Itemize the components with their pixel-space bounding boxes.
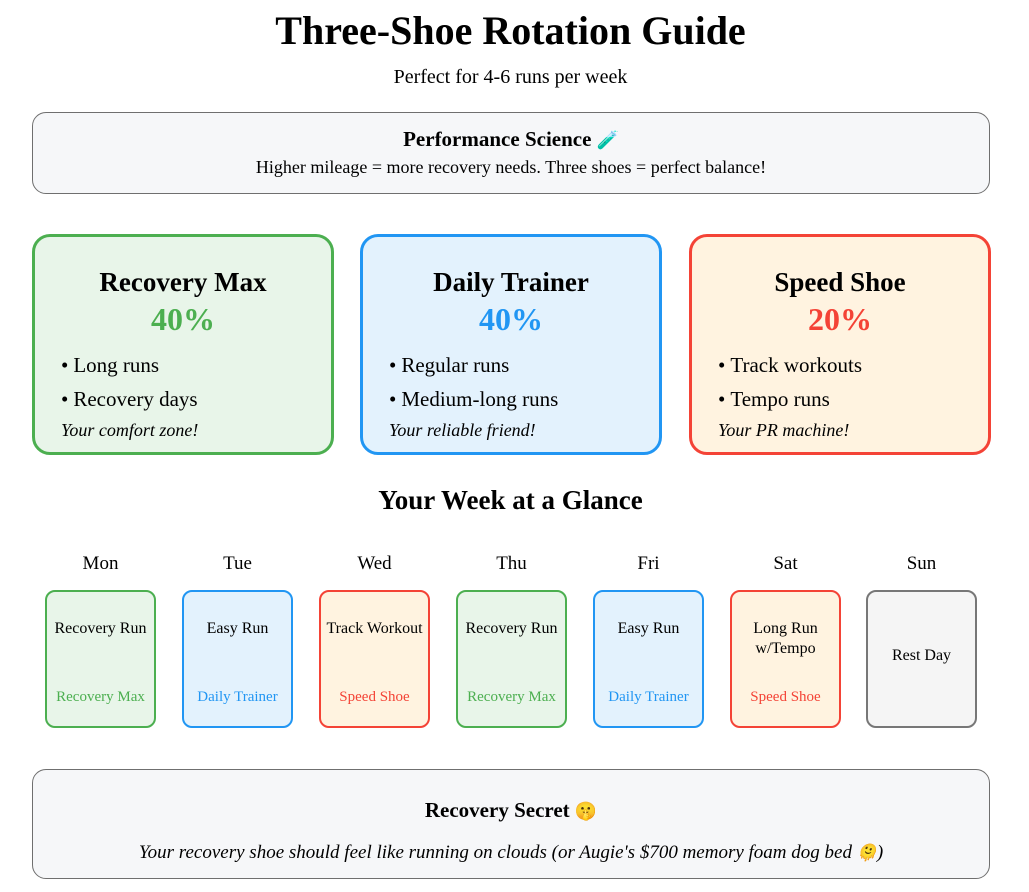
day-label-thu: Thu bbox=[496, 553, 527, 574]
day-shoe: Speed Shoe bbox=[339, 689, 410, 705]
secret-text: Your recovery shoe should feel like runn… bbox=[33, 841, 989, 865]
day-card-thu: Recovery Run Recovery Max bbox=[456, 590, 567, 728]
shoe-percent: 40% bbox=[479, 301, 543, 337]
day-shoe: Recovery Max bbox=[467, 689, 556, 705]
day-workout: Track Workout bbox=[326, 620, 423, 637]
day-label-wed: Wed bbox=[357, 553, 392, 574]
science-heading: Performance Science 🧪 bbox=[33, 126, 989, 154]
shoe-card-speed-shoe: Speed Shoe 20% Track workouts Tempo runs… bbox=[689, 234, 991, 455]
shoe-tagline: Your comfort zone! bbox=[61, 420, 199, 440]
day-card-sun: Rest Day bbox=[866, 590, 977, 728]
shoe-percent: 40% bbox=[151, 301, 215, 337]
shoe-name: Speed Shoe bbox=[774, 267, 906, 297]
day-label-tue: Tue bbox=[223, 553, 252, 574]
day-card-wed: Track Workout Speed Shoe bbox=[319, 590, 430, 728]
shoe-use-item: Track workouts bbox=[718, 348, 988, 382]
day-card-tue: Easy Run Daily Trainer bbox=[182, 590, 293, 728]
shoe-uses-list: Track workouts Tempo runs bbox=[692, 348, 988, 416]
shushing-face-icon: 🤫 bbox=[574, 801, 598, 822]
day-workout: Rest Day bbox=[891, 647, 952, 664]
shoe-card-daily-trainer: Daily Trainer 40% Regular runs Medium-lo… bbox=[360, 234, 662, 455]
secret-text-body: Your recovery shoe should feel like runn… bbox=[138, 842, 852, 863]
day-workout: Easy Run bbox=[617, 620, 680, 637]
recovery-secret-panel: Recovery Secret 🤫 Your recovery shoe sho… bbox=[32, 769, 990, 879]
day-label-sun: Sun bbox=[906, 553, 937, 574]
day-workout: Easy Run bbox=[206, 620, 269, 637]
page-subtitle: Perfect for 4-6 runs per week bbox=[393, 66, 628, 88]
shoe-uses-list: Regular runs Medium-long runs bbox=[363, 348, 659, 416]
day-label-fri: Fri bbox=[637, 553, 660, 574]
shoe-tagline: Your PR machine! bbox=[718, 420, 850, 440]
week-title: Your Week at a Glance bbox=[378, 485, 643, 515]
day-shoe: Daily Trainer bbox=[608, 689, 689, 705]
day-card-fri: Easy Run Daily Trainer bbox=[593, 590, 704, 728]
science-text: Higher mileage = more recovery needs. Th… bbox=[255, 157, 767, 177]
day-shoe: Recovery Max bbox=[56, 689, 145, 705]
shoe-tagline: Your reliable friend! bbox=[389, 420, 536, 440]
day-workout: Recovery Run bbox=[465, 620, 558, 637]
page-title: Three-Shoe Rotation Guide bbox=[275, 8, 746, 53]
melting-face-icon: 🫠 bbox=[856, 843, 877, 862]
performance-science-panel: Performance Science 🧪 Higher mileage = m… bbox=[32, 112, 990, 194]
secret-title: Recovery Secret bbox=[424, 798, 570, 822]
shoe-use-item: Recovery days bbox=[61, 382, 331, 416]
day-label-mon: Mon bbox=[82, 553, 119, 574]
test-tube-icon: 🧪 bbox=[596, 130, 619, 151]
shoe-name: Daily Trainer bbox=[433, 267, 589, 297]
secret-text-end: ) bbox=[876, 842, 884, 863]
secret-heading: Recovery Secret 🤫 bbox=[33, 797, 989, 825]
day-workout: Recovery Run bbox=[54, 620, 147, 637]
day-card-mon: Recovery Run Recovery Max bbox=[45, 590, 156, 728]
day-workout: Long Run w/Tempo bbox=[753, 620, 818, 657]
shoe-use-item: Medium-long runs bbox=[389, 382, 659, 416]
shoe-card-recovery-max: Recovery Max 40% Long runs Recovery days… bbox=[32, 234, 334, 455]
shoe-uses-list: Long runs Recovery days bbox=[35, 348, 331, 416]
shoe-use-item: Long runs bbox=[61, 348, 331, 382]
day-label-sat: Sat bbox=[773, 553, 798, 574]
day-card-sat: Long Run w/Tempo Speed Shoe bbox=[730, 590, 841, 728]
science-title: Performance Science bbox=[403, 127, 592, 151]
shoe-percent: 20% bbox=[808, 301, 872, 337]
shoe-name: Recovery Max bbox=[99, 267, 267, 297]
shoe-use-item: Regular runs bbox=[389, 348, 659, 382]
day-shoe: Daily Trainer bbox=[197, 689, 278, 705]
day-shoe: Speed Shoe bbox=[750, 689, 821, 705]
shoe-use-item: Tempo runs bbox=[718, 382, 988, 416]
